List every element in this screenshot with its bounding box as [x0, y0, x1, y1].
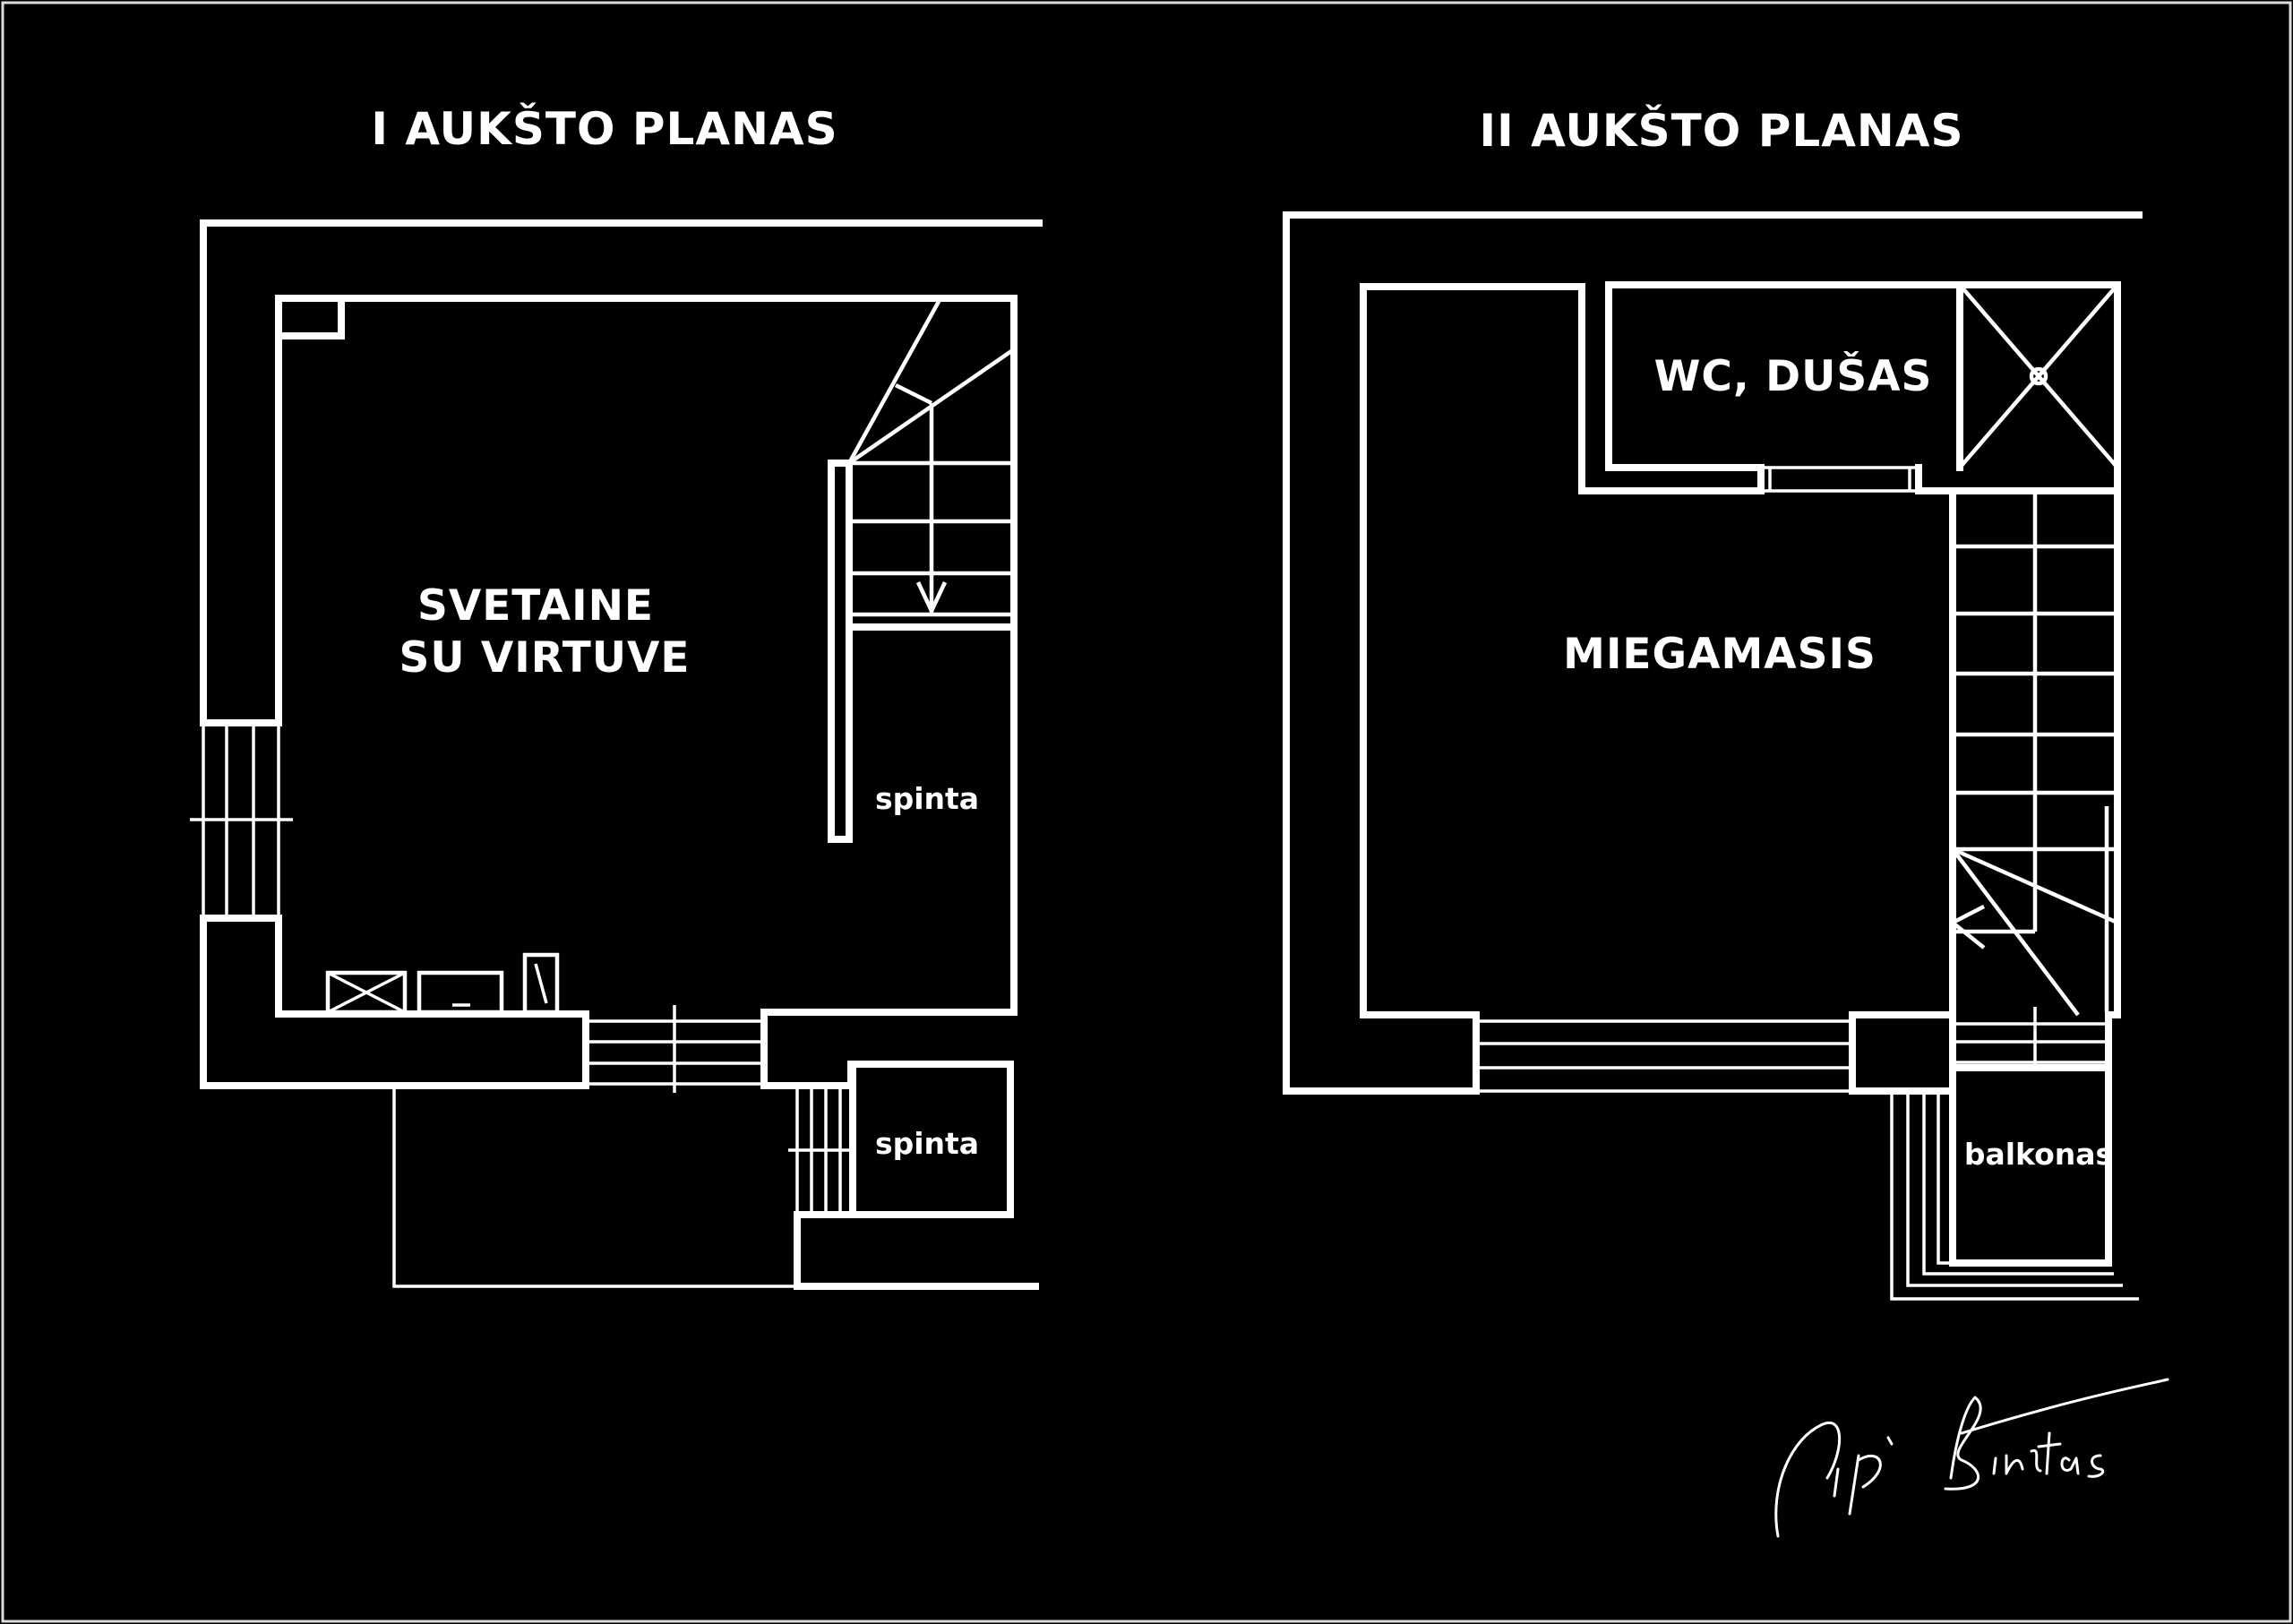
bedroom-label: MIEGAMASIS	[1563, 630, 1876, 679]
floor-2-plan: II AUKŠTO PLANAS	[1283, 104, 2143, 1301]
floor-2-pillar	[1849, 1011, 1956, 1095]
signature-logo	[1774, 1378, 2169, 1538]
floor-1-bottom-window	[586, 1005, 764, 1093]
bathroom-label: WC, DUŠAS	[1654, 352, 1933, 401]
floor-1-right-bottom-wall	[760, 1009, 1014, 1089]
floor-1-plan: I AUKŠTO PLANAS	[190, 102, 1043, 1290]
floor-2-outer-wall	[1283, 211, 2143, 1095]
floor-2-title: II AUKŠTO PLANAS	[1480, 104, 1964, 157]
floor-1-terrace-outline	[392, 1086, 797, 1288]
floor-1-corner-box	[275, 295, 345, 339]
floor-1-bottom-right-wall	[794, 1211, 1039, 1290]
floor-1-kitchen-fixtures	[325, 952, 560, 1015]
floor-1-lower-stairs	[788, 1086, 853, 1215]
living-room-label-line1: SVETAINE	[417, 581, 654, 631]
floor-1-left-window	[190, 723, 293, 918]
closet-lower-label: spinta	[875, 1126, 979, 1161]
closet-upper-label: spinta	[875, 781, 979, 816]
floor-2-bottom-window	[1476, 1019, 1852, 1093]
floor-2-staircase	[1948, 491, 2118, 1017]
floor-2-shower	[1956, 281, 2119, 471]
floor-2-bathroom-door	[1761, 466, 1919, 493]
floor-2-balcony	[1890, 1064, 2139, 1301]
floor-2-balcony-door	[1953, 1007, 2112, 1071]
balcony-label: balkonas	[1964, 1137, 2113, 1172]
floor-1-outer-wall-bottom-left	[200, 915, 589, 1089]
living-room-label-line2: SU VIRTUVE	[399, 633, 690, 683]
floor-1-title: I AUKŠTO PLANAS	[371, 102, 837, 155]
floor-1-staircase	[846, 296, 1018, 631]
floor-2-right-wall	[2105, 487, 2121, 1018]
